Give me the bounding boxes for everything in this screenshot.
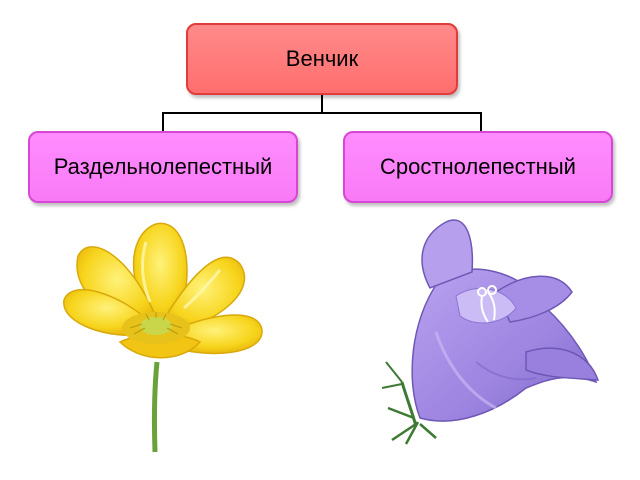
child-node-label: Раздельнолепестный [53, 154, 273, 179]
child-node-polypetalous: Раздельнолепестный [28, 131, 298, 203]
bellflower-flower-icon [381, 219, 600, 445]
buttercup-flower-icon [63, 222, 263, 453]
child-node-label: Сростнолепестный [380, 154, 576, 179]
root-node-label: Венчик [285, 46, 359, 71]
root-node-corolla: Венчик [186, 23, 458, 95]
child-node-sympetalous: Сростнолепестный [343, 131, 613, 203]
